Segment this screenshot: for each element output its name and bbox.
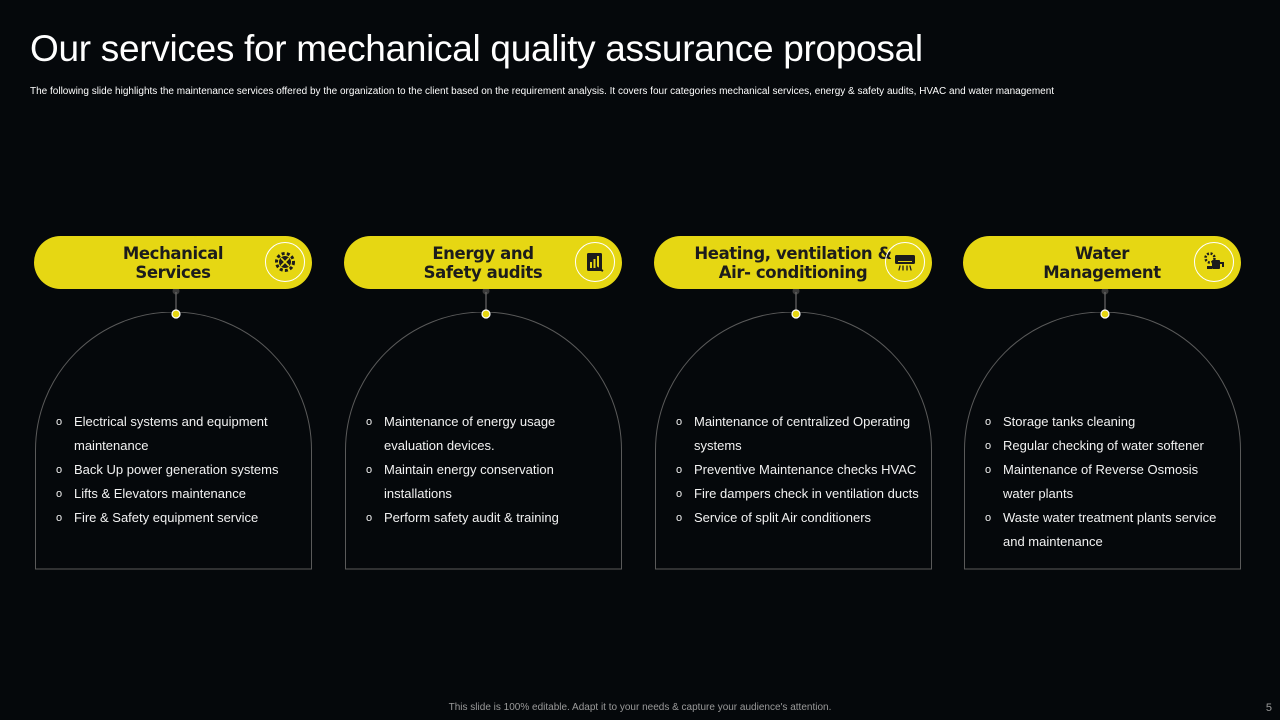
list-bullet: o [985,416,992,428]
list-bullet: o [676,488,683,500]
water-pump-icon [1194,242,1234,282]
card-header-pill: Energy and Safety audits [344,236,622,289]
slide-footer: This slide is 100% editable. Adapt it to… [448,702,832,713]
card-title-line: Air- conditioning [718,263,868,282]
gear-wrench-icon [265,242,305,282]
list-bullet: o [985,464,992,476]
card-title-line: Water [1075,244,1129,263]
card-title: Heating, ventilation & Air- conditioning [688,244,898,282]
list-bullet: o [366,464,373,476]
list-bullet: o [56,488,63,500]
card-title-line: Safety audits [423,263,543,282]
card-title-line: Services [135,263,211,282]
air-conditioner-icon [885,242,925,282]
card-title-line: Mechanical [122,244,224,263]
list-bullet: o [676,416,683,428]
page-number: 5 [1265,702,1272,714]
list-bullet: o [676,512,683,524]
list-bullet: o [985,440,992,452]
card-title-line: Management [1043,263,1161,282]
list-bullet: o [985,512,992,524]
list-bullet: o [56,512,63,524]
card-title: Water Management [997,244,1207,282]
card-header-pill: Water Management [963,236,1241,289]
list-bullet: o [676,464,683,476]
list-bullet: o [56,416,63,428]
slide-title: Our services for mechanical quality assu… [30,28,923,69]
slide-subtitle: The following slide highlights the maint… [30,86,1055,97]
audit-report-icon [575,242,615,282]
card-header-pill: Mechanical Services [34,236,312,289]
card-header-pill: Heating, ventilation & Air- conditioning [654,236,932,289]
list-bullet: o [366,416,373,428]
card-title-line: Energy and [432,244,534,263]
list-bullet: o [366,512,373,524]
card-title: Energy and Safety audits [378,244,588,282]
card-title: Mechanical Services [68,244,278,282]
card-title-line: Heating, ventilation & [694,244,892,263]
list-bullet: o [56,464,63,476]
service-card-hvac: Heating, ventilation & Air- conditioning… [654,236,934,570]
